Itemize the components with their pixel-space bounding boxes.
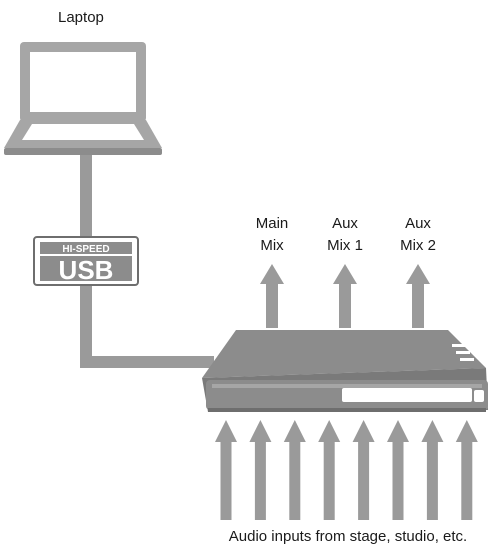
input-arrows: [215, 420, 478, 520]
main-mix-label-line1: Main: [256, 215, 289, 232]
laptop-icon: [4, 42, 162, 155]
aux-mix-2-label-line1: Aux: [405, 215, 431, 232]
input-arrow: [387, 420, 409, 520]
main-mix-label-line2: Mix: [260, 237, 284, 254]
input-arrow: [283, 420, 306, 520]
input-arrow: [352, 420, 375, 520]
laptop-label: Laptop: [58, 9, 104, 26]
audio-interface-device: [202, 330, 488, 412]
aux-mix-1-label-line2: Mix 1: [327, 237, 363, 254]
audio-inputs-label: Audio inputs from stage, studio, etc.: [229, 528, 467, 545]
input-arrow: [318, 420, 341, 520]
usb-logo-top-text: HI-SPEED: [62, 244, 109, 255]
aux-mix-1-output-arrow: [333, 264, 357, 328]
input-arrow: [455, 420, 478, 520]
input-arrow: [249, 420, 272, 520]
usb-logo-bottom-text: USB: [59, 255, 114, 285]
main-mix-output-arrow: [260, 264, 284, 328]
input-arrow: [215, 420, 237, 520]
input-arrow: [421, 420, 444, 520]
aux-mix-2-output-arrow: [406, 264, 430, 328]
aux-mix-1-label-line1: Aux: [332, 215, 358, 232]
aux-mix-2-label-line2: Mix 2: [400, 237, 436, 254]
hi-speed-usb-logo: HI-SPEED USB: [33, 236, 139, 286]
